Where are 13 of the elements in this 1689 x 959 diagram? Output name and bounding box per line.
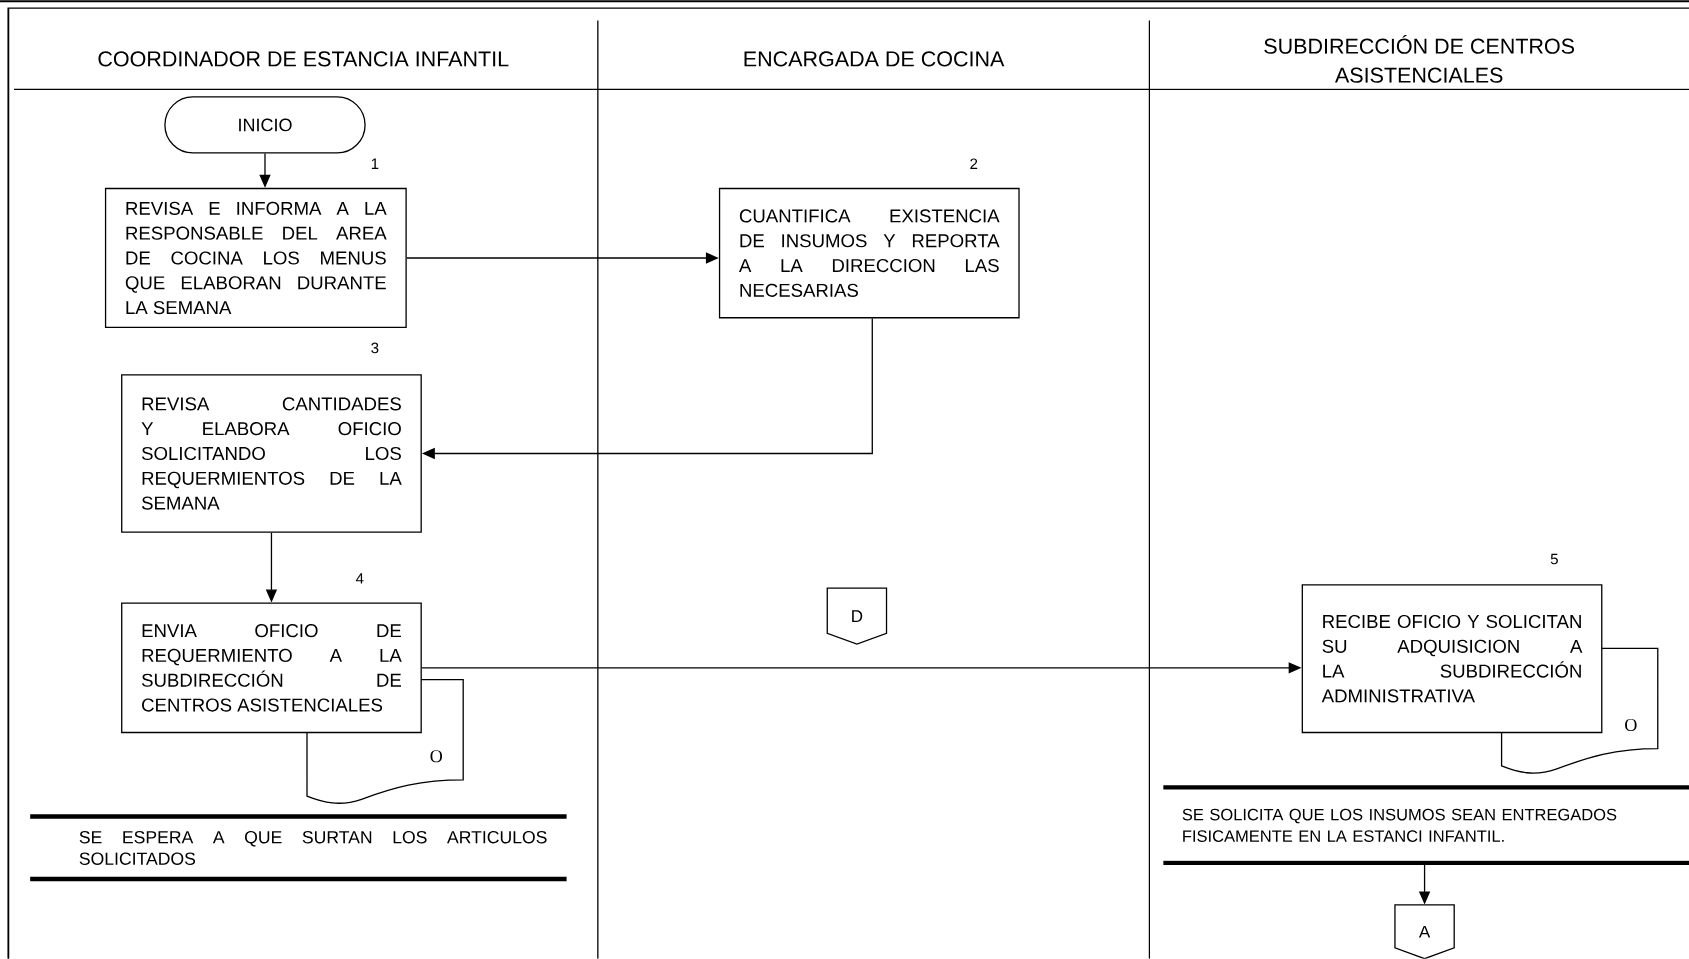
- step-number: 4: [355, 573, 364, 584]
- start-terminator: INICIO: [164, 96, 366, 154]
- process-box: REVISA E INFORMA A LA RESPONSABLE DEL AREA DE COCINA LOS MENUS QUE ELABORAN DURANTE LA SEMANA: [104, 188, 407, 329]
- process-box: REVISA CANTIDADES Y ELABORA OFICIO SOLICITANDO LOS REQUERMIENTOS DE LA SEMANA: [121, 374, 422, 533]
- step-number: 3: [371, 342, 379, 354]
- off-page-connector: A: [1394, 904, 1455, 959]
- step-number: 1: [371, 158, 379, 170]
- note-band: SE ESPERA A QUE SURTAN LOS ARTICULOS SOLICITADOS: [30, 814, 567, 882]
- step-number: 5: [1550, 554, 1558, 565]
- off-page-connector: D: [826, 587, 888, 645]
- process-box: CUANTIFICA EXISTENCIA DE INSUMOS Y REPORTA A LA DIRECCION LAS NECESARIAS: [718, 188, 1020, 319]
- step-number: 2: [970, 158, 978, 170]
- note-band: SE SOLICITA QUE LOS INSUMOS SEAN ENTREGADOS FISICAMENTE EN LA ESTANCI INFANTIL.: [1163, 785, 1689, 866]
